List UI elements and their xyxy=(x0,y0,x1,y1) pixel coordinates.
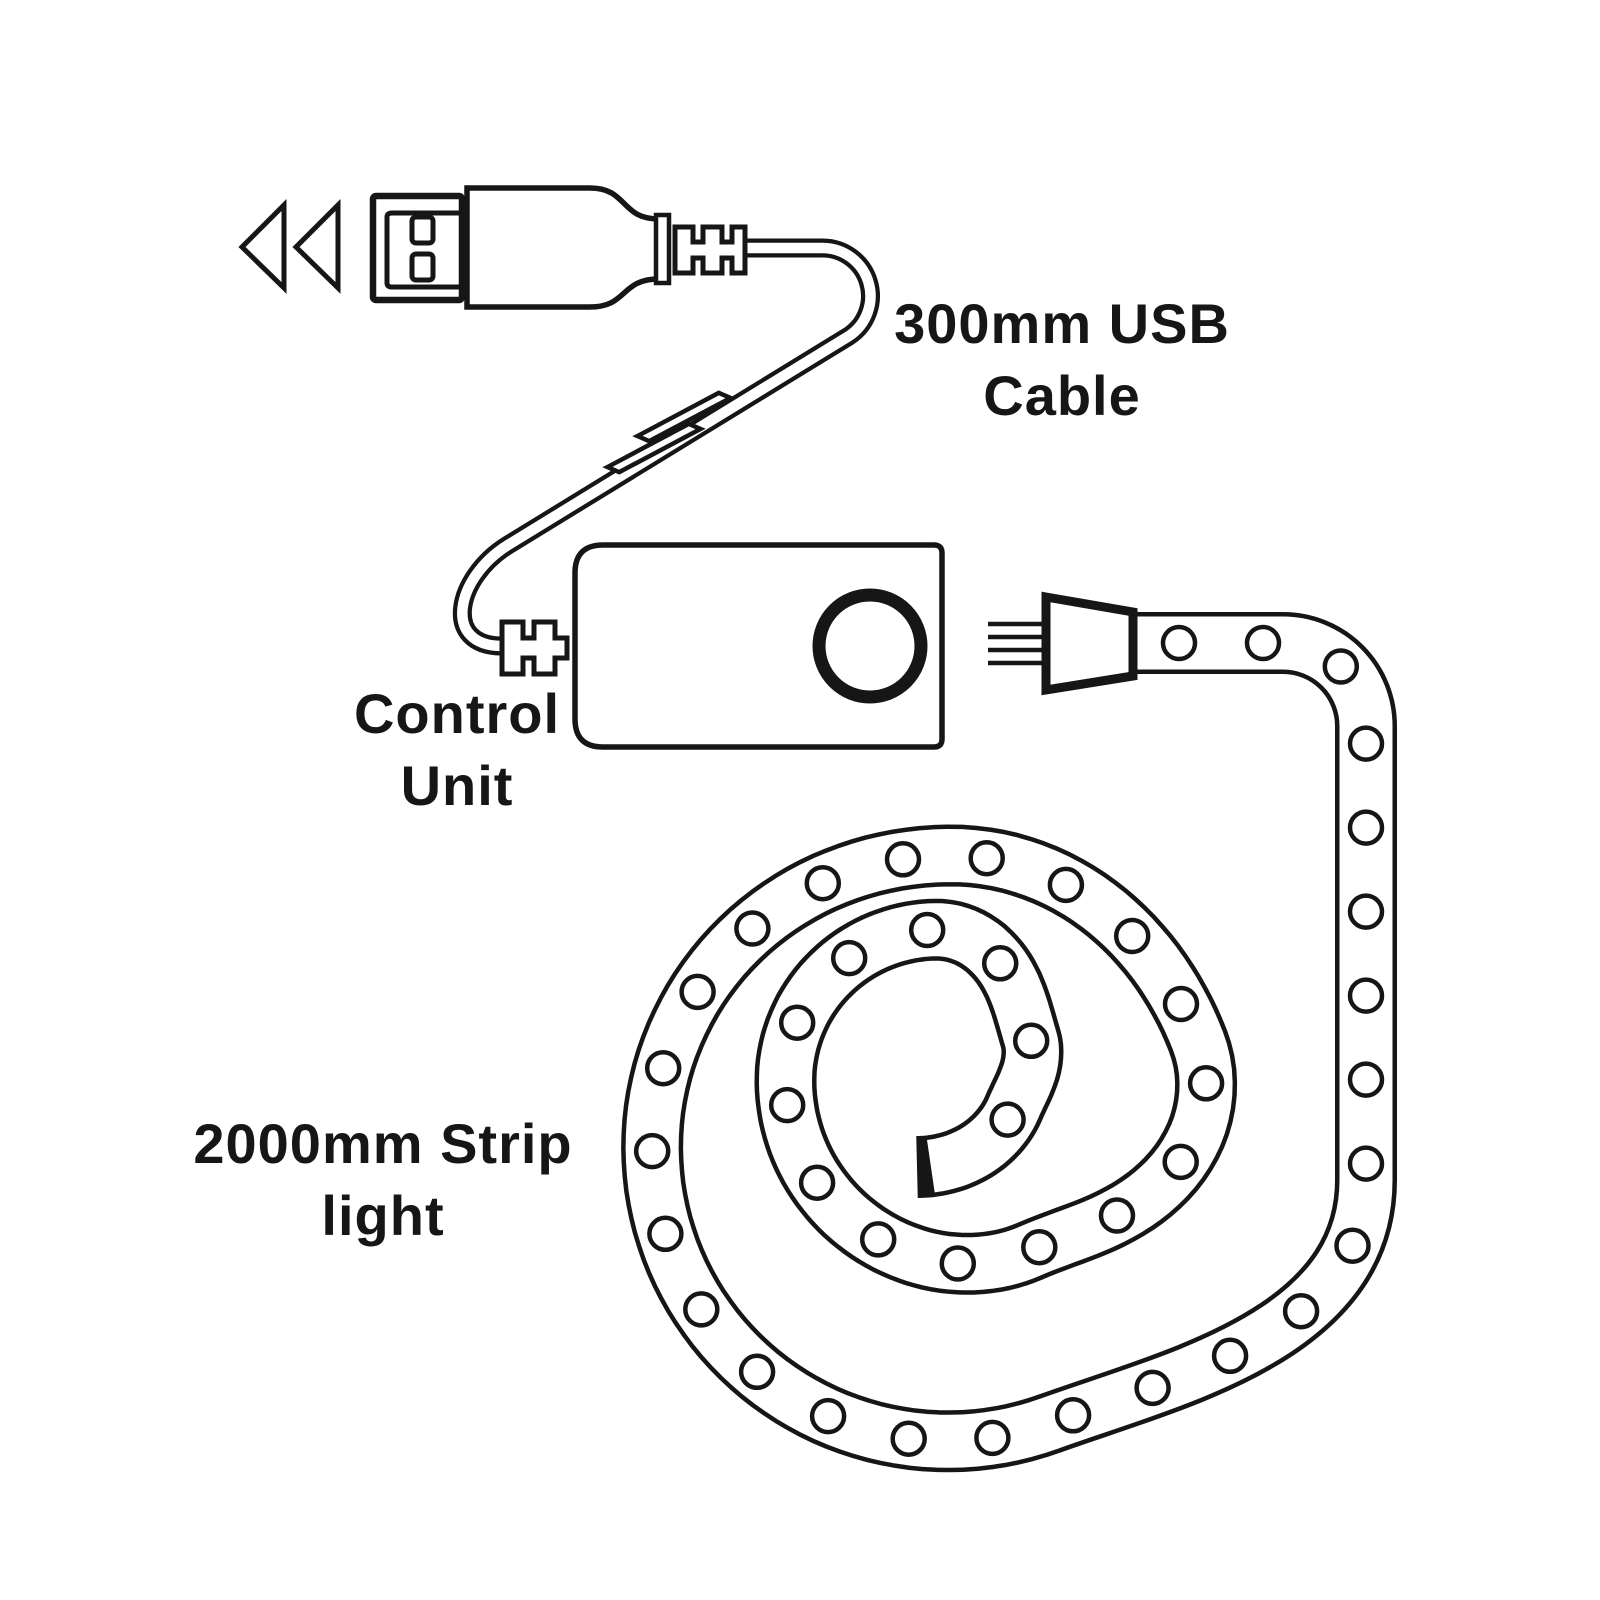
led-dot xyxy=(683,1291,720,1328)
led-dot xyxy=(1282,1292,1320,1330)
control-unit-label-line1: Control xyxy=(353,682,561,745)
led-dot xyxy=(768,1086,806,1124)
led-strip-icon xyxy=(621,612,1397,1473)
led-dot xyxy=(1134,1369,1171,1407)
led-dot xyxy=(738,1353,776,1391)
control-unit-icon xyxy=(572,542,945,750)
led-dot xyxy=(859,1221,897,1258)
led-dot xyxy=(633,1132,671,1170)
usb-cable-label: 300mm USB Cable xyxy=(894,288,1230,432)
led-dot xyxy=(974,1419,1011,1457)
led-dot xyxy=(1162,985,1200,1023)
led-dot xyxy=(1347,977,1385,1014)
usb-plug-icon xyxy=(369,185,672,310)
control-unit-label: Control Unit xyxy=(354,678,560,822)
power-button-icon xyxy=(812,588,928,704)
control-unit-label-line2: Unit xyxy=(400,754,514,817)
strip-light-label-line2: light xyxy=(321,1184,445,1247)
led-dot xyxy=(1347,809,1385,846)
led-dot xyxy=(1334,1227,1371,1264)
led-dot xyxy=(1098,1197,1136,1234)
led-dot xyxy=(1047,866,1085,904)
led-dot xyxy=(1012,1022,1050,1060)
led-dots xyxy=(633,624,1385,1457)
led-dot xyxy=(1322,648,1360,685)
led-dot xyxy=(1347,725,1385,762)
strip-light-label: 2000mm Strip light xyxy=(193,1108,572,1252)
led-dot xyxy=(981,945,1019,982)
led-dot xyxy=(1054,1397,1092,1434)
led-dot xyxy=(644,1049,682,1087)
led-dot xyxy=(679,973,716,1011)
led-dot xyxy=(1244,624,1282,662)
strip-connector-icon xyxy=(988,591,1138,696)
led-dot xyxy=(647,1215,684,1253)
usb-boot-icon xyxy=(672,224,748,276)
cable-break-icon xyxy=(602,390,736,475)
led-dot xyxy=(1347,1145,1385,1182)
led-dot xyxy=(1021,1228,1058,1266)
led-dot xyxy=(1211,1337,1249,1375)
led-dot xyxy=(1113,917,1151,955)
led-dot xyxy=(1347,1061,1385,1098)
led-dot xyxy=(989,1101,1026,1138)
led-dot xyxy=(939,1245,977,1282)
led-dot xyxy=(734,910,771,947)
usb-cable-label-line1: 300mm USB xyxy=(894,292,1230,355)
usb-cable-label-line2: Cable xyxy=(983,364,1141,427)
led-dot xyxy=(798,1164,836,1201)
led-dot xyxy=(1160,624,1198,662)
usb-cable-icon xyxy=(452,238,880,656)
led-dot xyxy=(968,839,1005,877)
led-dot xyxy=(1187,1065,1225,1102)
led-dot xyxy=(1162,1143,1199,1181)
led-dot xyxy=(804,864,842,902)
led-dot xyxy=(884,841,922,878)
strip-light-label-line1: 2000mm Strip xyxy=(193,1112,573,1175)
control-unit-boot-icon xyxy=(499,619,570,677)
led-dot xyxy=(890,1420,927,1457)
led-dot xyxy=(1347,893,1385,930)
led-dot xyxy=(778,1004,816,1041)
led-dot xyxy=(908,911,946,949)
led-dot xyxy=(830,939,868,977)
insert-direction-arrows-icon xyxy=(238,198,341,294)
led-dot xyxy=(809,1397,847,1435)
